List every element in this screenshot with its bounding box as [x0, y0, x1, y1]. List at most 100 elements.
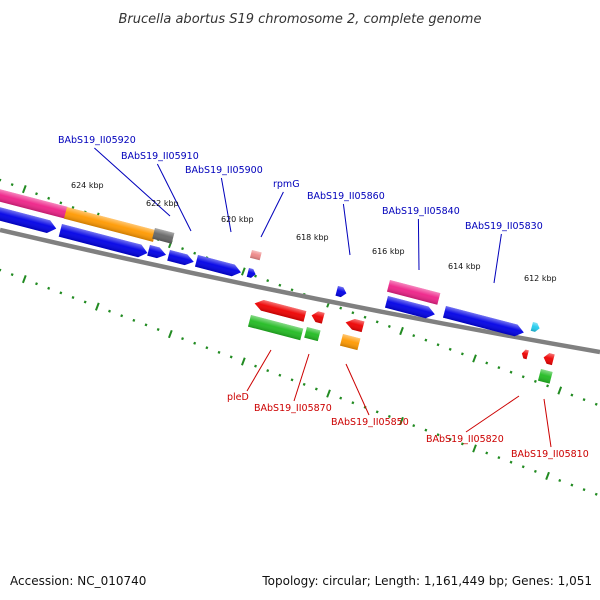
minor-tick — [35, 192, 38, 196]
gene-feature-orange-2[interactable] — [339, 334, 361, 351]
gene-feature-pink-2[interactable] — [386, 280, 441, 305]
minor-tick — [485, 361, 489, 365]
major-tick — [472, 444, 477, 453]
leader-line — [260, 191, 284, 238]
gene-feature-blue-4[interactable] — [167, 250, 195, 267]
gene-label-top[interactable]: BAbS19_II05920 — [58, 135, 136, 146]
gene-label-bottom[interactable]: BAbS19_II05820 — [426, 434, 504, 445]
gene-label-top[interactable]: BAbS19_II05840 — [382, 206, 460, 217]
minor-tick — [570, 393, 574, 397]
gene-shading — [254, 300, 307, 322]
gene-feature-red-2[interactable] — [310, 310, 325, 324]
gene-feature-gray-1[interactable] — [152, 228, 175, 244]
chromosome-backbone — [0, 227, 600, 355]
gene-feature-blue-3[interactable] — [147, 245, 167, 260]
gene-label-bottom[interactable]: pleD — [227, 392, 249, 403]
gene-feature-blue-5[interactable] — [194, 255, 243, 278]
minor-tick — [254, 274, 257, 278]
gene-shading — [543, 353, 555, 366]
gene-feature-rpmG[interactable] — [249, 250, 262, 261]
gene-shading — [339, 334, 361, 351]
minor-tick — [436, 343, 440, 347]
minor-tick — [594, 402, 598, 406]
minor-tick — [290, 378, 294, 382]
gene-label-bottom[interactable]: BAbS19_II05870 — [254, 403, 332, 414]
major-tick — [326, 389, 331, 398]
gene-feature-red-5[interactable] — [542, 352, 555, 366]
minor-tick — [193, 251, 197, 255]
gene-feature-red-4[interactable] — [521, 349, 529, 360]
minor-tick — [181, 337, 184, 341]
minor-tick — [436, 433, 440, 437]
major-tick — [21, 185, 27, 194]
minor-tick — [229, 355, 233, 359]
leader-line — [345, 363, 370, 416]
gene-feature-green-2[interactable] — [304, 327, 321, 342]
gene-shading — [0, 188, 68, 219]
minor-tick — [363, 315, 367, 319]
tick-label: 614 kbp — [448, 262, 481, 271]
minor-tick — [485, 451, 489, 455]
inner-tick-ring — [0, 268, 598, 496]
gene-feature-blue-9[interactable] — [442, 306, 525, 338]
minor-tick — [497, 456, 501, 460]
leader-line — [156, 163, 192, 232]
gene-label-top[interactable]: BAbS19_II05900 — [185, 165, 263, 176]
map-title: Brucella abortus S19 chromosome 2, compl… — [119, 12, 482, 27]
accession-text: Accession: NC_010740 — [10, 574, 146, 588]
leader-line — [465, 395, 520, 433]
gene-shading — [311, 311, 325, 324]
gene-label-top[interactable]: rpmG — [273, 179, 300, 190]
minor-tick — [412, 334, 416, 338]
leader-line — [246, 349, 272, 392]
gene-label-top[interactable]: BAbS19_II05860 — [307, 191, 385, 202]
gene-features[interactable] — [0, 188, 555, 384]
leader-line — [293, 353, 310, 402]
gene-shading — [442, 306, 524, 337]
major-tick — [168, 329, 173, 339]
gene-feature-red-1[interactable] — [253, 298, 307, 322]
backbone-line — [0, 227, 600, 355]
gene-shading — [335, 286, 347, 298]
major-tick — [241, 267, 246, 276]
gene-feature-blue-1[interactable] — [0, 206, 58, 235]
gene-shading — [530, 322, 540, 332]
gene-feature-blue-2[interactable] — [58, 224, 149, 259]
gene-shading — [537, 369, 553, 384]
gene-feature-pleD[interactable] — [247, 315, 304, 341]
gene-feature-blue-8[interactable] — [384, 296, 436, 320]
gene-shading — [521, 349, 529, 360]
minor-tick — [47, 286, 51, 290]
gene-shading — [152, 228, 175, 244]
minor-tick — [424, 338, 428, 342]
gene-feature-green-3[interactable] — [537, 369, 553, 384]
gene-feature-blue-7[interactable] — [335, 286, 347, 298]
minor-tick — [314, 387, 318, 391]
gene-label-top[interactable]: BAbS19_II05830 — [465, 221, 543, 232]
minor-tick — [448, 347, 452, 351]
minor-tick — [120, 314, 124, 318]
gene-label-top[interactable]: BAbS19_II05910 — [121, 151, 199, 162]
minor-tick — [412, 424, 416, 428]
gene-labels[interactable]: BAbS19_II05920BAbS19_II05910BAbS19_II059… — [58, 135, 589, 460]
minor-tick — [83, 300, 87, 304]
gene-feature-pink-1[interactable] — [0, 188, 68, 219]
gene-label-bottom[interactable]: BAbS19_II05850 — [331, 417, 409, 428]
gene-shading — [58, 224, 148, 258]
gene-shading — [246, 268, 256, 278]
minor-tick — [266, 369, 270, 373]
leader-line — [417, 218, 420, 271]
minor-tick — [47, 196, 51, 200]
gene-feature-orange-1[interactable] — [63, 207, 157, 242]
major-tick — [94, 302, 100, 311]
leader-line — [543, 398, 552, 448]
minor-tick — [521, 375, 525, 379]
major-tick — [472, 354, 477, 363]
minor-tick — [387, 414, 391, 418]
gene-label-bottom[interactable]: BAbS19_II05810 — [511, 449, 589, 460]
gene-feature-red-3[interactable] — [344, 317, 365, 333]
gene-feature-blue-6[interactable] — [246, 268, 257, 279]
minor-tick — [290, 288, 294, 292]
tick-label: 616 kbp — [372, 247, 405, 256]
gene-feature-cyan-1[interactable] — [530, 322, 541, 333]
